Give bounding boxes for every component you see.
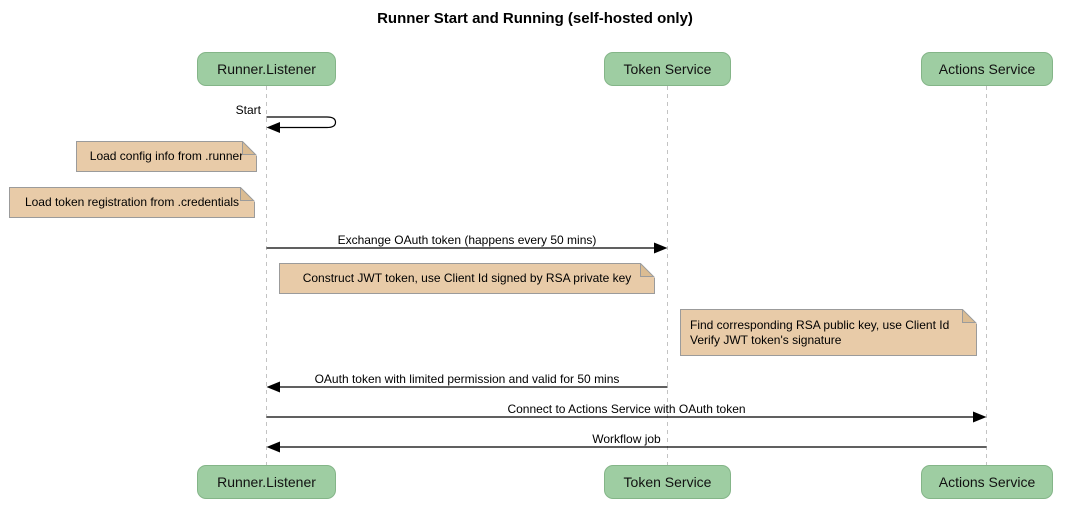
note-fold-icon [962, 309, 977, 324]
message-oauth-token-return [266, 381, 668, 393]
participant-top-actions-service: Actions Service [921, 52, 1053, 86]
note-verify-jwt: Find corresponding RSA public key, use C… [680, 309, 977, 356]
participant-bottom-runner-listener: Runner.Listener [197, 465, 336, 499]
message-label-connect-actions: Connect to Actions Service with OAuth to… [507, 402, 746, 416]
note-text: Load token registration from .credential… [24, 195, 240, 209]
note-load-token-registration: Load token registration from .credential… [9, 187, 255, 218]
message-label-oauth-token-return: OAuth token with limited permission and … [314, 372, 620, 386]
message-self-start [266, 116, 337, 133]
note-load-config: Load config info from .runner [76, 141, 257, 172]
note-text-line-2: Verify JWT token's signature [690, 332, 842, 347]
note-construct-jwt: Construct JWT token, use Client Id signe… [279, 263, 655, 294]
participant-top-token-service: Token Service [604, 52, 731, 86]
note-fold-icon [640, 263, 655, 278]
note-text: Construct JWT token, use Client Id signe… [302, 271, 632, 285]
note-fold-icon [240, 187, 255, 202]
message-connect-actions [266, 411, 987, 423]
message-workflow-job [266, 441, 987, 453]
participant-label: Runner.Listener [217, 61, 316, 77]
participant-top-runner-listener: Runner.Listener [197, 52, 336, 86]
note-text: Load config info from .runner [89, 149, 244, 163]
participant-label: Runner.Listener [217, 474, 316, 490]
message-label-workflow-job: Workflow job [592, 432, 661, 446]
participant-label: Token Service [623, 474, 712, 490]
participant-label: Actions Service [938, 474, 1036, 490]
message-exchange-oauth [266, 242, 668, 254]
participant-label: Token Service [623, 61, 712, 77]
participant-bottom-actions-service: Actions Service [921, 465, 1053, 499]
participant-bottom-token-service: Token Service [604, 465, 731, 499]
message-label-start: Start [235, 103, 261, 117]
message-label-exchange-oauth: Exchange OAuth token (happens every 50 m… [337, 233, 597, 247]
note-fold-icon [242, 141, 257, 156]
note-text-line-1: Find corresponding RSA public key, use C… [690, 317, 950, 332]
diagram-title: Runner Start and Running (self-hosted on… [377, 10, 693, 27]
participant-label: Actions Service [938, 61, 1036, 77]
